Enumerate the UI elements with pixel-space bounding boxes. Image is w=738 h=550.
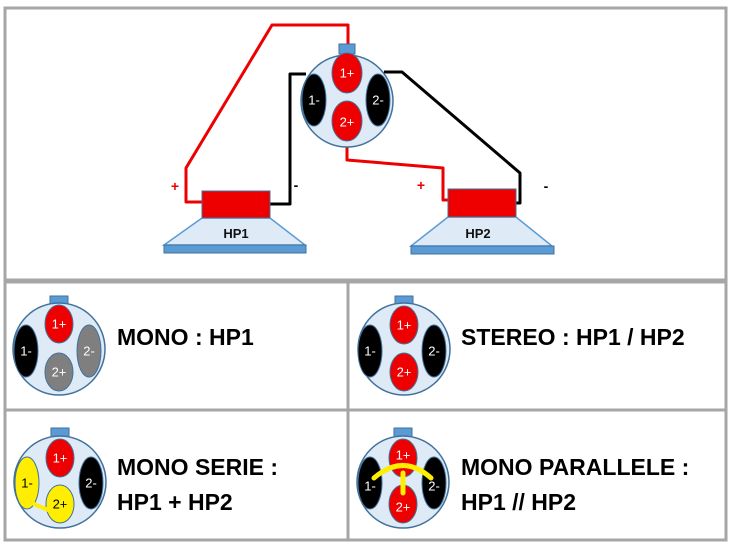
pin-1plus-label: 1+ — [397, 318, 412, 333]
wire-hp1-minus — [269, 72, 306, 206]
config-mono-serie: 1+ 2+ 1- 2- MONO SERIE : HP1 + HP2 — [13, 427, 278, 529]
pin-1minus — [14, 456, 40, 510]
config-caption-line2: HP1 + HP2 — [117, 489, 233, 515]
config-caption-line1: MONO SERIE : — [117, 454, 278, 480]
pin-1plus — [389, 305, 419, 345]
wire-hp2-minus — [384, 70, 522, 205]
pin-1minus — [357, 324, 383, 378]
pin-1minus — [13, 324, 39, 378]
parallel-link-minus — [371, 463, 434, 481]
hp1-label: HP1 — [223, 226, 248, 241]
config-mono: 1+ 2+ 1- 2- MONO : HP1 — [12, 295, 254, 396]
pin-2plus-label: 2+ — [53, 497, 68, 512]
pin-1minus-label: 1- — [308, 93, 320, 108]
pin-2minus-label: 2- — [372, 93, 384, 108]
wiring-diagram: 1+ 2+ 1- 2- HP1 + - HP2 + - — [161, 23, 555, 255]
pin-2plus-label: 2+ — [52, 365, 67, 380]
hp2-base — [410, 245, 555, 255]
pin-2plus — [45, 484, 75, 524]
pin-2minus-label: 2- — [428, 344, 440, 359]
hp2-label: HP2 — [465, 226, 490, 241]
config-stereo: 1+ 2+ 1- 2- STEREO : HP1 / HP2 — [357, 295, 685, 396]
hp2-plus-sign: + — [417, 177, 425, 193]
pin-2minus-label: 2- — [85, 476, 97, 491]
pin-1minus-label: 1- — [364, 479, 376, 494]
pin-2plus-label: 2+ — [340, 115, 355, 130]
speaker-hp2: HP2 + - — [408, 177, 555, 255]
panel-borders — [3, 6, 728, 542]
pin-2minus — [421, 456, 447, 510]
speakon-connector-main: 1+ 2+ 1- 2- — [300, 43, 394, 148]
config-caption-line1: MONO PARALLELE : — [461, 454, 689, 480]
hp1-magnet — [201, 190, 271, 219]
serie-link — [32, 502, 50, 512]
pin-1plus — [44, 304, 74, 344]
pin-1minus — [301, 73, 327, 127]
config-caption: STEREO : HP1 / HP2 — [461, 324, 685, 350]
pin-2minus-label: 2- — [428, 479, 440, 494]
pin-1plus-label: 1+ — [52, 317, 67, 332]
pin-2plus-label: 2+ — [396, 500, 411, 515]
config-mono-parallele: 1+ 2+ 1- 2- MONO PARALLELE : HP1 // HP2 — [356, 427, 689, 529]
pin-1minus-label: 1- — [20, 344, 32, 359]
pin-1plus-label: 1+ — [396, 448, 411, 463]
speaker-hp1: HP1 + - — [161, 177, 308, 254]
hp1-minus-sign: - — [294, 177, 299, 193]
pin-2plus-label: 2+ — [397, 365, 412, 380]
pin-2plus — [389, 352, 419, 392]
hp1-base — [163, 244, 307, 254]
hp2-magnet — [447, 188, 517, 218]
pin-1plus — [45, 438, 75, 478]
hp2-minus-sign: - — [544, 178, 549, 194]
wire-hp1-plus — [184, 23, 350, 204]
pin-2minus — [365, 73, 391, 127]
config-caption-line2: HP1 // HP2 — [461, 489, 576, 515]
pin-1plus — [331, 52, 363, 94]
pin-2minus — [421, 324, 447, 378]
pin-2plus — [331, 100, 363, 142]
pin-2plus — [44, 352, 74, 392]
pin-1plus-label: 1+ — [340, 66, 355, 81]
pin-1minus-label: 1- — [21, 476, 33, 491]
pin-2minus-label: 2- — [83, 344, 95, 359]
wire-hp2-plus — [345, 134, 449, 202]
pin-1minus — [357, 456, 383, 510]
top-panel — [3, 6, 728, 282]
hp1-plus-sign: + — [171, 178, 179, 194]
pin-2minus — [78, 456, 104, 510]
pin-1minus-label: 1- — [364, 344, 376, 359]
config-caption: MONO : HP1 — [117, 324, 254, 350]
pin-2minus — [76, 324, 102, 378]
pin-1plus-label: 1+ — [53, 451, 68, 466]
